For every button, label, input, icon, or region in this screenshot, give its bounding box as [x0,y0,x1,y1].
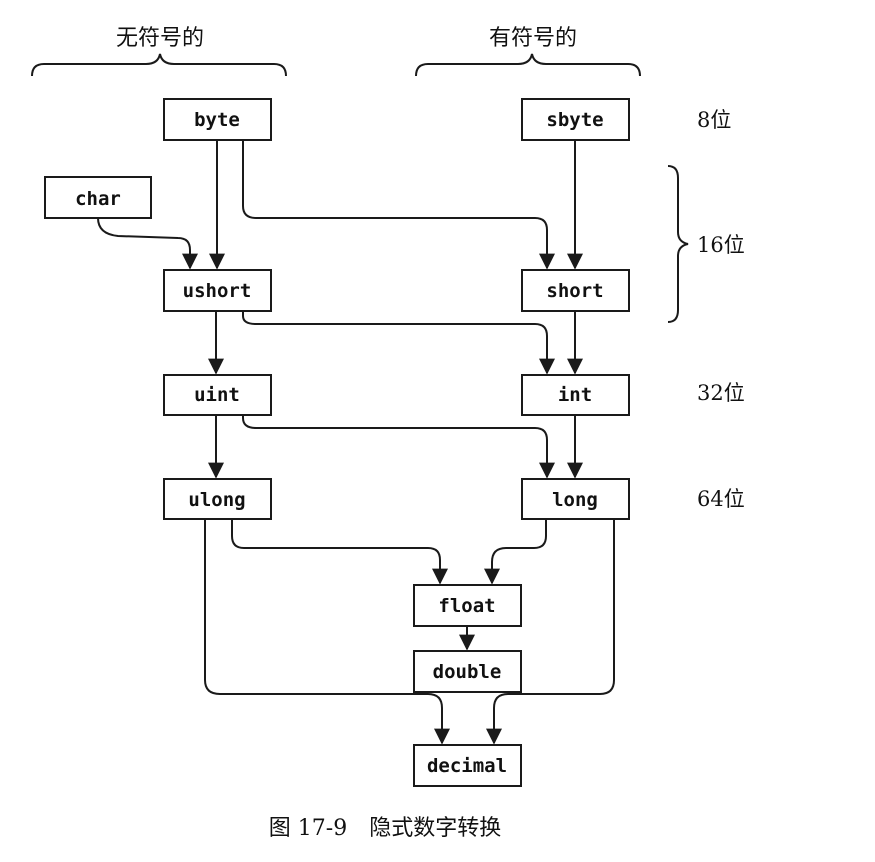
arrow-long-decimal [486,519,615,745]
conversion-arrows [97,140,615,745]
label-ushort: ushort [183,280,252,302]
bits-8-label: 8位 [697,108,731,132]
box-char: char [44,176,152,219]
bits-16-label: 16位 [697,233,745,257]
box-long: long [521,478,630,520]
label-decimal: decimal [427,755,507,777]
arrow-byte-short [242,140,555,270]
box-decimal: decimal [413,744,522,787]
arrow-ulong-float [231,519,448,585]
bits-64-label: 64位 [697,487,745,511]
signed-brace [415,53,641,77]
arrow-ulong-decimal [204,519,450,745]
bits-32-label: 32位 [697,381,745,405]
unsigned-brace [31,53,287,77]
box-uint: uint [163,374,272,416]
label-double: double [433,661,502,683]
unsigned-header: 无符号的 [116,26,204,51]
arrow-ushort-int [242,311,555,375]
arrow-char-ushort [97,217,198,270]
label-uint: uint [194,384,240,406]
label-short: short [546,280,603,302]
box-float: float [413,584,522,627]
arrow-long-float [484,519,547,585]
label-char: char [75,188,121,210]
arrow-uint-long [242,415,555,479]
box-ulong: ulong [163,478,272,520]
label-byte: byte [194,109,240,131]
box-byte: byte [163,98,272,141]
label-long: long [552,489,598,511]
bits-16-brace [667,165,689,323]
label-float: float [438,595,495,617]
label-int: int [558,384,592,406]
box-sbyte: sbyte [521,98,630,141]
box-ushort: ushort [163,269,272,312]
figure-caption: 图 17-9 隐式数字转换 [269,816,501,841]
box-short: short [521,269,630,312]
label-ulong: ulong [188,489,245,511]
signed-header: 有符号的 [489,26,577,51]
label-sbyte: sbyte [546,109,603,131]
box-int: int [521,374,630,416]
box-double: double [413,650,522,693]
